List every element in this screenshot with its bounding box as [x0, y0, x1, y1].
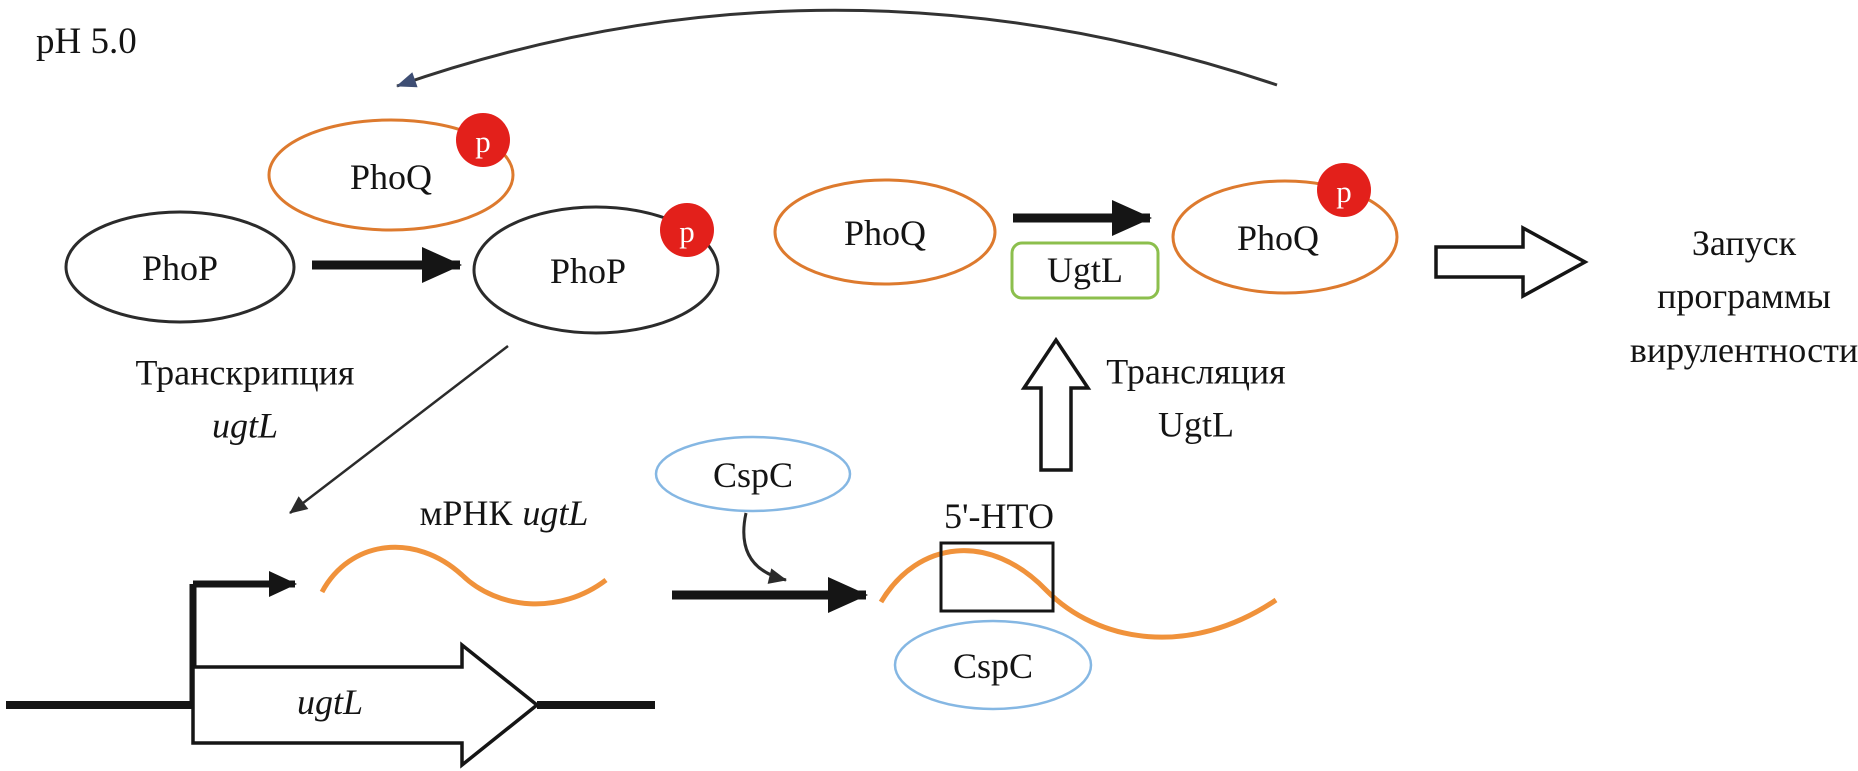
mrna-caption-prefix: мРНК [419, 493, 513, 534]
mrna-caption-gene: ugtL [522, 493, 589, 534]
cspc-top-label: CspC [712, 455, 794, 496]
phoq-left-label: PhoQ [349, 157, 433, 198]
cspc-ellipse-bottom [893, 619, 1093, 711]
cspc-bottom-label: CspC [952, 646, 1034, 687]
phospho-badge-circle-2 [660, 203, 714, 257]
transcription-caption: Транскрипция ugtL [136, 347, 355, 454]
virulence-caption-line1: Запуск [1691, 223, 1797, 264]
phospho-badge-circle-1 [456, 113, 510, 167]
cspc-ellipse-top [654, 435, 852, 513]
transcription-caption-line1: Транскрипция [135, 352, 355, 393]
cspc-binding-curve-arrow [742, 512, 787, 584]
translation-caption-line2: UgtL [1158, 405, 1234, 445]
gene-outline-arrow [191, 641, 540, 769]
phoq-phospho-label: PhoQ [1236, 218, 1320, 259]
translation-outline-arrow [1020, 336, 1092, 472]
virulence-caption-line3: вирулентности [1629, 329, 1858, 370]
phoq-mid-label: PhoQ [843, 213, 927, 254]
translation-caption-line1: Трансляция [1106, 351, 1286, 392]
phop-ellipse [64, 210, 296, 324]
ugtl-protein-label: UgtL [1047, 250, 1123, 291]
utr-label: 5'-НТО [944, 496, 1054, 537]
virulence-outline-arrow [1434, 225, 1589, 299]
mrna-wave-right [878, 548, 1278, 640]
phoq-ellipse-mid [773, 178, 997, 286]
ph-condition-label: pH 5.0 [36, 21, 137, 62]
phop-phospho-ellipse [472, 205, 720, 335]
ugtl-protein-rect [1010, 241, 1160, 300]
phop-phospho-label: PhoP [549, 251, 627, 292]
utr-box-rect [939, 541, 1055, 613]
transcription-caption-gene: ugtL [211, 406, 279, 446]
phospho-badge-label-2: p [679, 213, 695, 249]
transcription-thin-arrow [289, 345, 509, 514]
phospho-badge-label-3: p [1336, 173, 1352, 209]
feedback-arrow-path [396, 8, 1278, 88]
phoq-ellipse-left [267, 118, 515, 232]
phospho-badge-circle-3 [1317, 163, 1371, 217]
phop-label: PhoP [141, 248, 219, 289]
translation-caption: Трансляция UgtL [1106, 346, 1285, 453]
gene-name-label: ugtL [296, 682, 364, 723]
virulence-caption-line2: программы [1657, 276, 1831, 317]
mrna-wave-left [319, 544, 608, 607]
phospho-badge-label-1: p [475, 123, 491, 159]
virulence-caption: Запуск программы вирулентности [1630, 217, 1858, 377]
